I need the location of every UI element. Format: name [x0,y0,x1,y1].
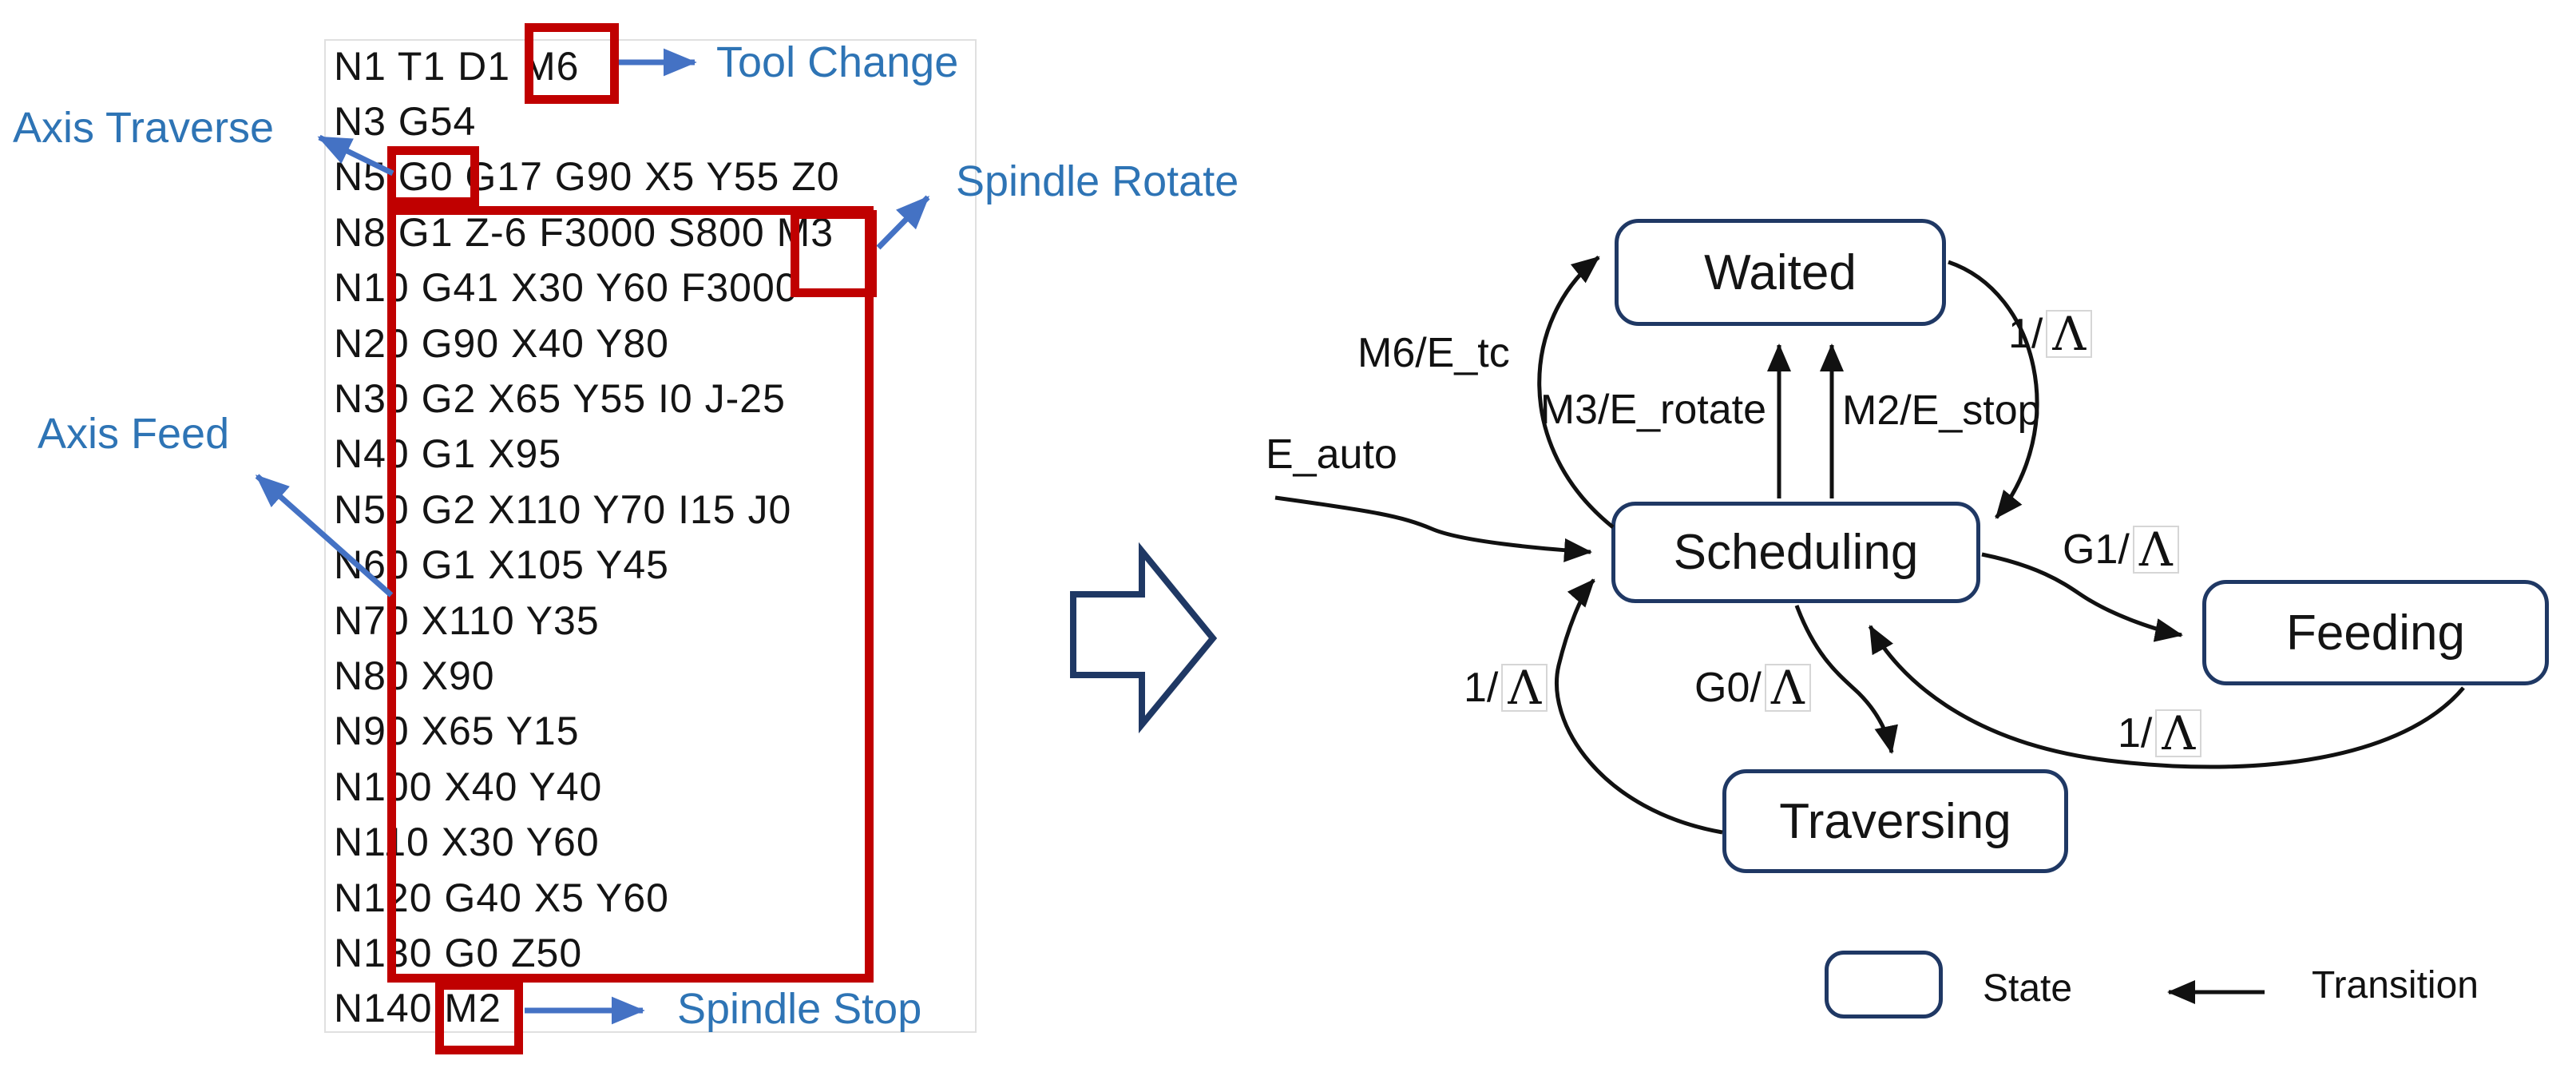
transition-label-feeding-return: 1/Λ [2118,709,2202,757]
state-traversing: Traversing [1722,769,2068,873]
gcode-line: N20 G90 X40 Y80 [334,320,669,366]
transition-label-m3-erotate: M3/E_rotate [1540,387,1766,433]
annotation-axis-traverse: Axis Traverse [13,104,275,152]
gcode-line: N110 X30 Y60 [334,820,600,865]
transition-label-m6-etc: M6/E_tc [1357,330,1510,376]
gcode-line: N140 M2 [334,986,501,1031]
transition-traversing-to-scheduling [1555,578,1723,835]
highlight-box-m6 [525,23,619,104]
legend-state-shape [1825,951,1943,1018]
highlight-box-m2 [435,981,523,1054]
label-prefix: G1/ [2063,526,2130,573]
lambda-symbol: Λ [2132,526,2179,574]
gcode-line: N10 G41 X30 Y60 F3000 [334,265,799,311]
annotation-spindle-stop: Spindle Stop [677,985,922,1033]
transition-label-g0: G0/Λ [1694,664,1811,712]
block-arrow-icon [1070,542,1218,734]
gcode-line: N30 G2 X65 Y55 I0 J-25 [334,376,786,422]
state-scheduling: Scheduling [1611,502,1980,603]
annotation-tool-change: Tool Change [716,38,959,86]
gcode-line: N50 G2 X110 Y70 I15 J0 [334,486,792,532]
gcode-line: N120 G40 X5 Y60 [334,875,669,920]
blue-annotation-arrows [255,48,930,1025]
label-prefix: 1/ [1464,665,1499,711]
highlight-box-m3 [791,210,877,297]
label-prefix: 1/ [2118,710,2153,756]
transition-feeding-to-scheduling [1868,625,2465,769]
gcode-line: N130 G0 Z50 [334,930,583,975]
gcode-line: N60 G1 X105 Y45 [334,542,669,588]
state-feeding: Feeding [2202,580,2549,685]
gcode-line: N8 G1 Z-6 F3000 S800 M3 [334,209,834,255]
transition-label-m2-estop: M2/E_stop [1842,387,2041,434]
state-transitions [1274,256,2465,1004]
highlight-box-g0 [387,146,479,206]
annotation-spindle-rotate: Spindle Rotate [956,157,1239,205]
state-waited: Waited [1615,219,1946,326]
lambda-symbol: Λ [1501,664,1548,712]
label-prefix: G0/ [1694,665,1762,711]
arrow-g0-to-axis-traverse [317,134,394,177]
arrow-n60-to-axis-feed [255,474,394,598]
transition-scheduling-to-feeding-g1 [1981,552,2183,642]
transition-waited-to-scheduling [1948,260,2039,519]
arrow-m3-to-spindle-rotate [876,195,930,250]
transition-e-auto-into-scheduling [1274,495,1592,562]
gcode-line: N100 X40 Y40 [334,764,603,809]
transition-scheduling-to-waited-m6 [1537,256,1615,529]
lambda-symbol: Λ [1764,664,1811,712]
gcode-line: N80 X90 [334,653,495,698]
lambda-symbol: Λ [2155,709,2202,757]
gcode-line: N90 X65 Y15 [334,709,580,754]
transition-label-e-auto: E_auto [1266,431,1397,478]
gcode-listing: N1 T1 D1 M6 N3 G54 N5 G0 G17 G90 X5 Y55 … [334,38,957,1036]
gcode-line: N40 G1 X95 [334,431,562,477]
transition-label-g1: G1/Λ [2063,526,2179,574]
transition-label-traversing-return: 1/Λ [1464,664,1548,712]
transition-scheduling-to-traversing-g0 [1794,605,1898,754]
legend-state-label: State [1983,967,2073,1010]
gcode-line: N70 X110 Y35 [334,598,600,643]
gcode-line: N3 G54 [334,99,477,145]
annotation-axis-feed: Axis Feed [38,410,230,458]
legend-transition-label: Transition [2312,963,2479,1007]
lambda-symbol: Λ [2046,310,2093,358]
